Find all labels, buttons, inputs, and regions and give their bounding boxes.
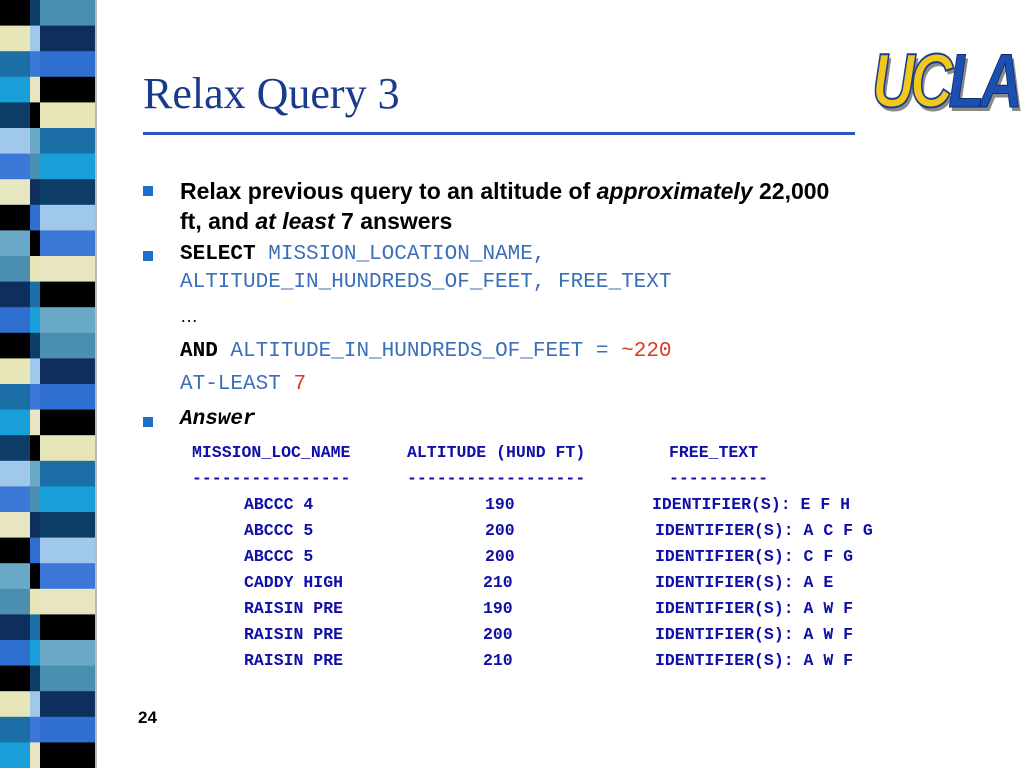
and-keyword: AND <box>180 340 218 363</box>
and-field: ALTITUDE_IN_HUNDREDS_OF_FEET <box>230 340 584 363</box>
cell-location: RAISIN PRE <box>244 599 344 618</box>
intro-line-1: Relax previous query to an altitude of a… <box>180 176 829 206</box>
intro-text-1: Relax previous query to an altitude of <box>180 178 597 204</box>
bullet-icon <box>143 417 153 427</box>
cell-altitude: 210 <box>483 573 513 592</box>
select-keyword: SELECT <box>180 243 256 266</box>
cell-altitude: 190 <box>483 599 513 618</box>
cell-location: ABCCC 5 <box>244 521 314 540</box>
cell-location: RAISIN PRE <box>244 625 344 644</box>
table-header-altitude: ALTITUDE (HUND FT) <box>407 443 586 462</box>
equals-sign: = <box>595 340 609 363</box>
cell-free-text: IDENTIFIER(S): A W F <box>655 599 854 618</box>
table-header-free-text: FREE_TEXT <box>669 443 759 462</box>
table-separator-altitude: ------------------ <box>407 469 586 488</box>
logo-part-uc: UC <box>871 39 953 124</box>
atleast-value: 7 <box>293 373 307 396</box>
cell-altitude: 200 <box>483 625 513 644</box>
cell-free-text: IDENTIFIER(S): C F G <box>655 547 854 566</box>
cell-altitude: 200 <box>485 521 515 540</box>
title-underline <box>143 132 855 135</box>
select-field-1: MISSION_LOCATION_NAME, <box>268 243 546 266</box>
table-header-location: MISSION_LOC_NAME <box>192 443 351 462</box>
answer-label: Answer <box>180 408 256 431</box>
select-line-2: ALTITUDE_IN_HUNDREDS_OF_FEET, FREE_TEXT <box>180 271 672 294</box>
cell-location: ABCCC 5 <box>244 547 314 566</box>
and-clause: AND ALTITUDE_IN_HUNDREDS_OF_FEET = ~220 <box>180 340 672 363</box>
intro-text-3: ft, and <box>180 208 256 234</box>
slide-title: Relax Query 3 <box>143 69 400 118</box>
cell-free-text: IDENTIFIER(S): A C F G <box>655 521 873 540</box>
page-number: 24 <box>138 708 157 727</box>
select-line-1: SELECT MISSION_LOCATION_NAME, <box>180 243 545 266</box>
atleast-clause: AT-LEAST 7 <box>180 373 306 396</box>
approx-value: ~220 <box>621 340 672 363</box>
intro-text-4: 7 answers <box>334 208 453 234</box>
ucla-logo: UCLA <box>871 43 1023 121</box>
cell-location: CADDY HIGH <box>244 573 344 592</box>
atleast-keyword: AT-LEAST <box>180 373 281 396</box>
intro-bullet-text: Relax previous query to an altitude of a… <box>180 176 829 236</box>
table-separator-free-text: ---------- <box>669 469 769 488</box>
logo-part-la: LA <box>948 39 1023 124</box>
cell-altitude: 210 <box>483 651 513 670</box>
cell-location: ABCCC 4 <box>244 495 314 514</box>
decorative-side-strip <box>0 0 97 768</box>
cell-free-text: IDENTIFIER(S): A W F <box>655 651 854 670</box>
cell-free-text: IDENTIFIER(S): A W F <box>655 625 854 644</box>
select-ellipsis: … <box>180 306 198 326</box>
cell-location: RAISIN PRE <box>244 651 344 670</box>
intro-line-2: ft, and at least 7 answers <box>180 206 829 236</box>
cell-altitude: 190 <box>485 495 515 514</box>
intro-text-2: 22,000 <box>752 178 830 204</box>
intro-emphasis-at-least: at least <box>255 208 335 234</box>
intro-emphasis-approximately: approximately <box>596 178 753 204</box>
bullet-icon <box>143 251 153 261</box>
cell-free-text: IDENTIFIER(S): E F H <box>652 495 851 514</box>
cell-altitude: 200 <box>485 547 515 566</box>
cell-free-text: IDENTIFIER(S): A E <box>655 573 834 592</box>
bullet-icon <box>143 186 153 196</box>
table-separator-location: ---------------- <box>192 469 351 488</box>
